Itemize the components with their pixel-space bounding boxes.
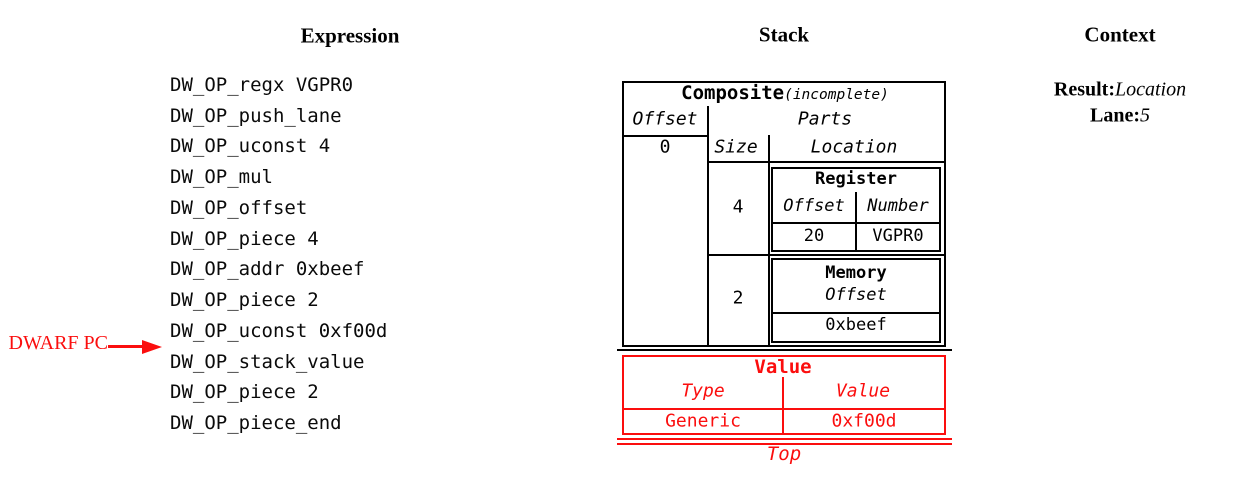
divider	[773, 222, 939, 224]
register-number-value: VGPR0	[872, 226, 924, 246]
stack-top-separator	[617, 438, 952, 445]
composite-qualifier: (incomplete)	[784, 87, 889, 103]
divider	[709, 161, 944, 163]
composite-title-row: Composite(incomplete)	[681, 82, 889, 104]
value-type-header: Type	[681, 380, 725, 402]
register-title: Register	[815, 169, 897, 189]
divider	[782, 377, 784, 433]
lane-value: 5	[1140, 104, 1150, 127]
expression-op: DW_OP_piece 2	[170, 381, 319, 403]
composite-size-header: Size	[714, 136, 758, 158]
memory-offset-header: Offset	[825, 285, 887, 305]
register-offset-value: 20	[803, 226, 825, 246]
stack-column-title: Stack	[758, 22, 810, 47]
value-type-value: Generic	[665, 410, 741, 432]
expression-op: DW_OP_regx VGPR0	[170, 74, 354, 96]
expression-op: DW_OP_mul	[170, 166, 273, 188]
register-offset-header: Offset	[783, 196, 845, 216]
lane-label: Lane:	[1090, 104, 1140, 127]
result-value: Location	[1114, 78, 1187, 101]
context-column-title: Context	[1084, 22, 1156, 47]
expression-op-current: DW_OP_stack_value	[170, 351, 365, 373]
part1-size-value: 4	[732, 196, 744, 218]
composite-offset-value: 0	[659, 136, 671, 158]
expression-op: DW_OP_piece_end	[170, 412, 342, 434]
memory-location-table: Memory Offset 0xbeef	[771, 258, 941, 343]
divider	[624, 408, 944, 410]
memory-offset-value: 0xbeef	[825, 315, 887, 335]
composite-title: Composite	[681, 82, 785, 104]
context-result-line: Result:Location	[1054, 79, 1186, 102]
expression-op: DW_OP_offset	[170, 197, 308, 219]
divider	[624, 135, 707, 137]
expression-op: DW_OP_piece 4	[170, 228, 319, 250]
stack-composite-table: Composite(incomplete) Offset 0 Parts Siz…	[622, 81, 946, 347]
part2-size-value: 2	[732, 287, 744, 309]
dwarf-pc-arrow-shaft	[108, 345, 142, 348]
composite-location-header: Location	[810, 136, 898, 158]
divider	[768, 135, 770, 345]
divider	[855, 192, 857, 250]
expression-column-title: Expression	[300, 23, 400, 48]
expression-op: DW_OP_uconst 0xf00d	[170, 320, 388, 342]
register-location-table: Register Offset Number 20 VGPR0	[771, 167, 941, 252]
stack-value-table: Value Type Value Generic 0xf00d	[622, 355, 946, 435]
context-lane-line: Lane:5	[1090, 105, 1150, 128]
value-title: Value	[754, 356, 812, 378]
dwarf-pc-label: DWARF PC	[8, 332, 108, 354]
value-value-header: Value	[835, 380, 891, 402]
result-label: Result:	[1053, 78, 1115, 101]
stack-entry-separator	[617, 349, 952, 351]
expression-op: DW_OP_piece 2	[170, 289, 319, 311]
composite-parts-header: Parts	[797, 108, 853, 130]
value-value-value: 0xf00d	[831, 410, 897, 432]
expression-op: DW_OP_push_lane	[170, 105, 342, 127]
dwarf-pc-arrow-icon	[142, 340, 162, 354]
composite-offset-header: Offset	[632, 108, 698, 130]
stack-top-label: Top	[766, 443, 802, 465]
part-row-divider	[709, 254, 944, 256]
register-number-header: Number	[867, 196, 929, 216]
divider	[707, 106, 709, 345]
memory-title: Memory	[825, 263, 887, 283]
expression-op: DW_OP_addr 0xbeef	[170, 258, 365, 280]
expression-op: DW_OP_uconst 4	[170, 135, 331, 157]
divider	[773, 312, 939, 314]
